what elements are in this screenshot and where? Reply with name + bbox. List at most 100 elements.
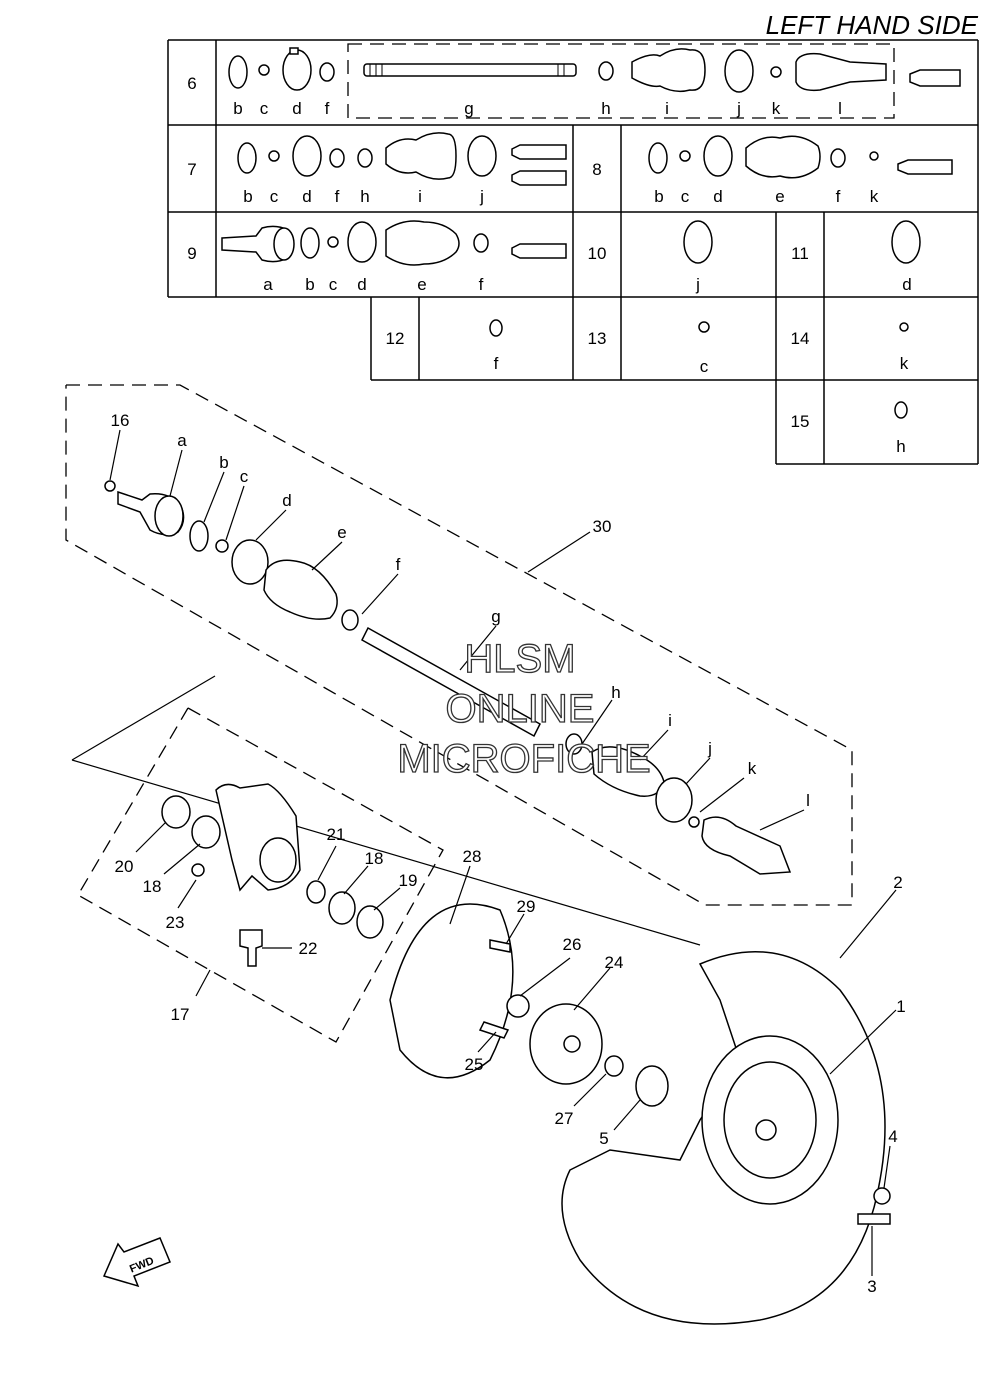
- outer-joint-icon: [701, 816, 792, 875]
- exploded-frames: [65, 384, 853, 1043]
- kit-number: 11: [791, 244, 809, 263]
- grease-tube-icon: [511, 243, 567, 259]
- kit-part-letter: b: [243, 187, 252, 206]
- callout-21: 21: [327, 825, 346, 844]
- housing-ring-icon: [154, 495, 184, 537]
- clip-icon: [869, 151, 879, 161]
- kit-part-letter: i: [665, 99, 669, 118]
- kit-number: 9: [187, 244, 196, 263]
- single-kit-parts: [489, 220, 921, 419]
- kit-number: 10: [588, 244, 607, 263]
- kit-part-letter: f: [335, 187, 340, 206]
- kit-part-letter: f: [325, 99, 330, 118]
- washer-icon: [604, 1055, 624, 1077]
- callout-26: 26: [563, 935, 582, 954]
- small-band-icon: [319, 62, 335, 82]
- clip-icon: [679, 150, 691, 162]
- leader-lines: [109, 429, 897, 1276]
- callout-18: 18: [365, 849, 384, 868]
- callout-5: 5: [599, 1129, 608, 1148]
- boot-icon: [263, 559, 338, 620]
- callout-2: 2: [893, 873, 902, 892]
- band-icon: [655, 777, 693, 823]
- callout-29: 29: [517, 897, 536, 916]
- kit-part-letter: k: [900, 354, 909, 373]
- kit-part-letter: a: [263, 275, 273, 294]
- kit-part-letter: d: [302, 187, 311, 206]
- kit-numbers: 6 7 8 9 10 11 12 13 14 15: [187, 74, 809, 431]
- callout-4: 4: [888, 1127, 897, 1146]
- callout-d: d: [282, 491, 291, 510]
- circlip-icon: [648, 142, 668, 174]
- small-band-icon: [357, 148, 373, 168]
- boot-icon: [745, 135, 821, 179]
- clip-icon: [258, 64, 270, 76]
- grease-tube-icon: [897, 159, 953, 175]
- callout-c: c: [240, 467, 249, 486]
- knuckle-assembly: [161, 783, 384, 967]
- kit-part-letter: b: [654, 187, 663, 206]
- bolt-icon: [489, 939, 511, 953]
- kit-part-letter: c: [329, 275, 338, 294]
- callout-i: i: [668, 711, 672, 730]
- band-icon: [724, 49, 754, 93]
- kit-9-parts: [221, 220, 567, 266]
- wheel-nut-icon: [873, 1187, 891, 1205]
- drive-shaft-assembly: [104, 480, 792, 875]
- kit-part-letter: c: [260, 99, 269, 118]
- kit-number: 6: [187, 74, 196, 93]
- kit-part-letter: e: [417, 275, 426, 294]
- band-icon: [467, 135, 497, 177]
- o-ring-icon: [506, 994, 530, 1018]
- kit-part-letter: e: [775, 187, 784, 206]
- castle-nut-icon: [635, 1065, 669, 1107]
- stud-bolt-icon: [478, 1021, 510, 1039]
- rim-inner-icon: [723, 1061, 817, 1179]
- kit-part-letter: c: [681, 187, 690, 206]
- kit-part-letter: l: [838, 99, 842, 118]
- callout-22: 22: [299, 939, 318, 958]
- band-icon: [292, 135, 322, 177]
- callout-e: e: [337, 523, 346, 542]
- callout-a: a: [177, 431, 187, 450]
- boot-icon: [631, 48, 706, 93]
- small-band-icon: [329, 148, 345, 168]
- clip-icon: [698, 321, 710, 333]
- valve-icon: [857, 1213, 891, 1225]
- circlip-icon: [189, 520, 209, 552]
- page-title: LEFT HAND SIDE: [766, 10, 979, 40]
- small-band-icon: [830, 148, 846, 168]
- callout-28: 28: [463, 847, 482, 866]
- bearing-icon: [328, 891, 356, 925]
- housing-ring-icon: [273, 227, 295, 261]
- small-band-icon: [341, 609, 359, 631]
- watermark-line-2: ONLINE: [446, 687, 595, 731]
- clip-icon: [327, 236, 339, 248]
- callout-18: 18: [143, 877, 162, 896]
- kit-part-letter: j: [695, 275, 700, 294]
- kit-part-letter: f: [836, 187, 841, 206]
- callout-j: j: [707, 739, 712, 758]
- callout-16: 16: [111, 411, 130, 430]
- grease-tube-icon: [511, 170, 567, 186]
- kit-part-letter: f: [494, 354, 499, 373]
- boot-icon: [385, 132, 457, 180]
- band-icon: [347, 221, 377, 263]
- circlip-icon: [237, 142, 257, 174]
- kit-part-letter: d: [902, 275, 911, 294]
- kit-number: 13: [588, 329, 607, 348]
- circlip-icon: [191, 863, 205, 877]
- kit-number: 12: [386, 329, 405, 348]
- kit-part-letter: h: [896, 437, 905, 456]
- fwd-arrow: FWD: [102, 1237, 171, 1288]
- callout-19: 19: [399, 871, 418, 890]
- seal-icon: [161, 795, 191, 829]
- clip-icon: [899, 322, 909, 332]
- callout-20: 20: [115, 857, 134, 876]
- hub-bore-icon: [563, 1035, 581, 1053]
- callout-f: f: [396, 555, 401, 574]
- small-band-icon: [894, 401, 908, 419]
- kit-part-letter: d: [292, 99, 301, 118]
- callout-h: h: [611, 683, 620, 702]
